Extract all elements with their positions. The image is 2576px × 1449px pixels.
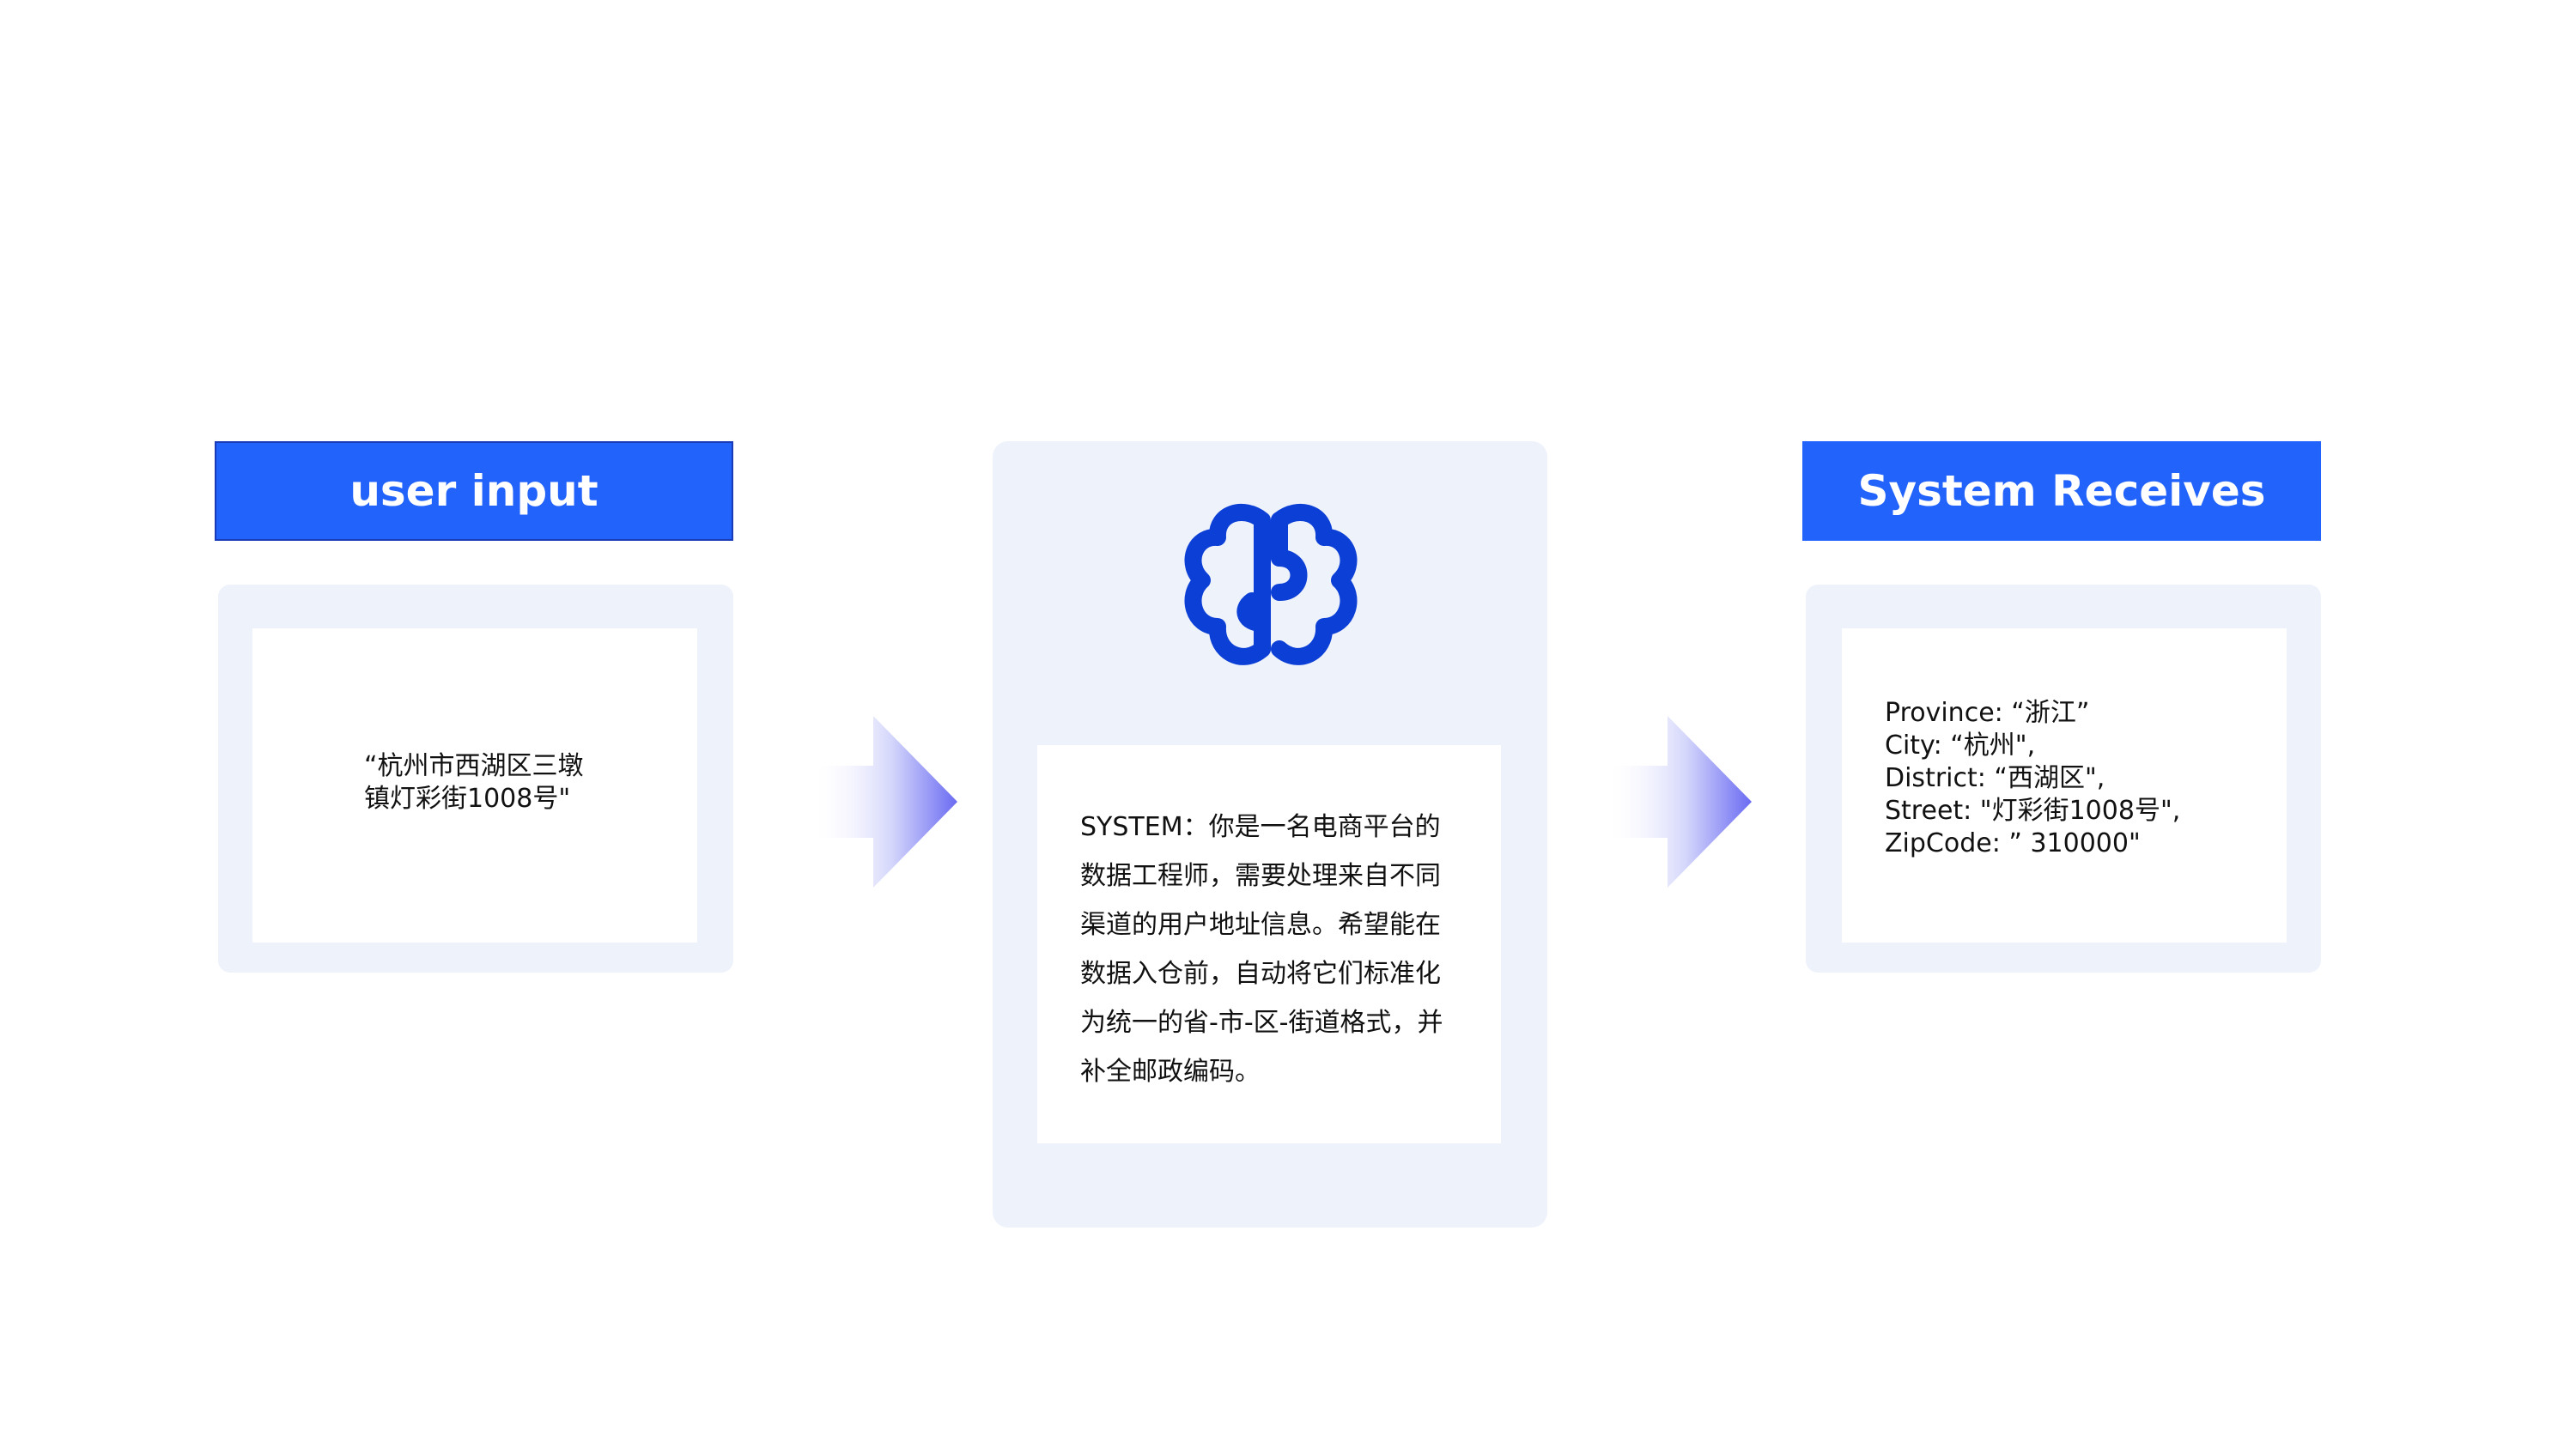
system-receives-header-label: System Receives: [1857, 466, 2266, 516]
street-line: Street: "灯彩街1008号",: [1885, 796, 2181, 826]
city-line: City: “杭州",: [1885, 731, 2036, 761]
zipcode-line: ZipCode: ” 310000": [1885, 828, 2141, 858]
system-prompt-card: [1037, 745, 1501, 1143]
flow-arrow-icon: [811, 716, 957, 888]
user-input-text: “杭州市西湖区三墩 镇灯彩街1008号": [364, 751, 584, 814]
structured-address-output: Province: “浙江” City: “杭州", District: “西湖…: [1885, 697, 2271, 860]
system-receives-header: System Receives: [1802, 441, 2321, 541]
user-input-header-label: user input: [349, 466, 598, 516]
user-input-header: user input: [215, 441, 733, 541]
system-receives-card: [1842, 628, 2287, 943]
flow-arrow-icon: [1606, 716, 1752, 888]
user-input-card: [252, 628, 697, 943]
district-line: District: “西湖区",: [1885, 763, 2105, 793]
system-prompt-text: SYSTEM：你是一名电商平台的 数据工程师，需要处理来自不同 渠道的用户地址信…: [1080, 812, 1443, 1087]
province-line: Province: “浙江”: [1885, 698, 2090, 728]
brain-icon: [1184, 504, 1358, 665]
